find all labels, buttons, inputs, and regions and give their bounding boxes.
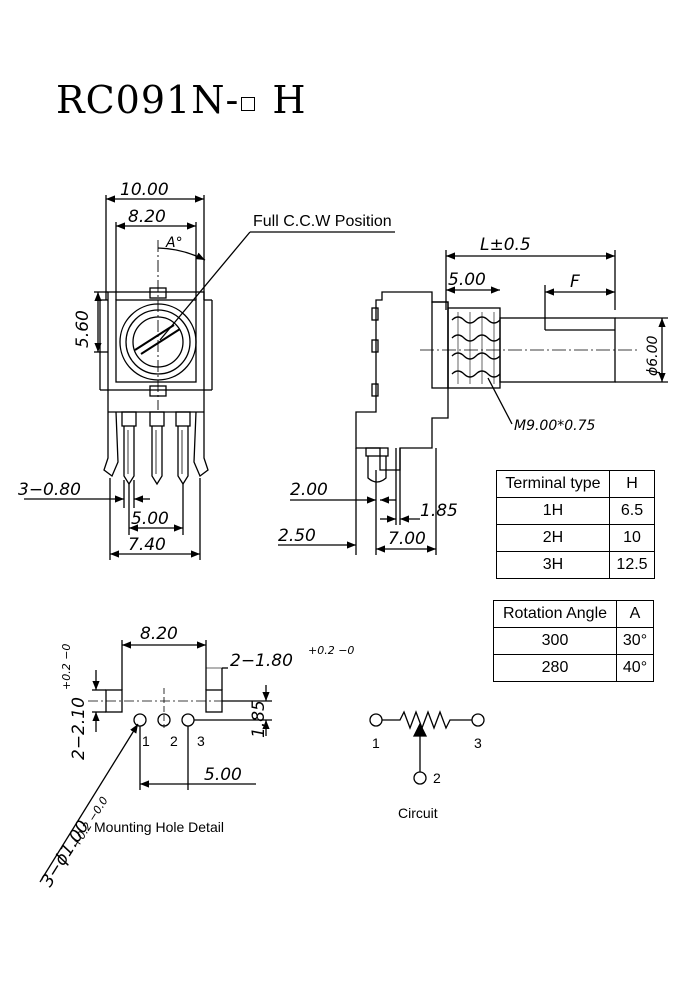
- terminal-table: Terminal type H 1H 6.5 2H 10 3H 12.5: [496, 470, 655, 579]
- mount-caption: Mounting Hole Detail: [94, 819, 224, 835]
- terminal-type-cell: 1H: [496, 497, 610, 525]
- part-suffix: H: [272, 78, 307, 122]
- dim-leg-c: 2.50: [278, 526, 316, 546]
- dim-bushing: 5.00: [448, 270, 486, 290]
- mount-dim-slot-height: 2−2.10: [69, 697, 89, 760]
- part-title: RC091N- H: [56, 78, 307, 122]
- table-row: 2H 10: [496, 524, 655, 552]
- mount-dim-slot-height-tol: +0.2 −0: [60, 644, 73, 690]
- dim-leg-b: 1.85: [420, 501, 458, 521]
- terminal-h-cell: 10: [609, 524, 655, 552]
- circuit-pin-2: 2: [433, 770, 441, 786]
- mount-pin-2: 2: [170, 733, 178, 749]
- terminal-type-cell: 3H: [496, 551, 610, 579]
- rotation-a-cell: 40°: [616, 654, 654, 682]
- circuit-terminal-3: [471, 713, 485, 727]
- dim-leg-a: 2.00: [290, 480, 328, 500]
- circuit-diagram: [369, 710, 485, 785]
- rotation-a-cell: 30°: [616, 627, 654, 655]
- circuit-pin-3: 3: [474, 735, 482, 751]
- terminal-col-type: Terminal type: [496, 470, 610, 498]
- terminal-h-cell: 12.5: [609, 551, 655, 579]
- mounting-hole-detail: [39, 640, 272, 883]
- dim-height: 5.60: [73, 310, 93, 348]
- rotation-angle-cell: 280: [493, 654, 617, 682]
- terminal-table-header: Terminal type H: [496, 470, 655, 498]
- circuit-pin-1: 1: [372, 735, 380, 751]
- circuit-terminal-1: [369, 713, 383, 727]
- table-row: 280 40°: [493, 654, 654, 682]
- rotation-col-angle: Rotation Angle: [493, 600, 617, 628]
- dim-width-inner: 8.20: [128, 207, 166, 227]
- resistor-zigzag: [382, 710, 472, 730]
- dim-pin-span: 7.40: [128, 535, 166, 555]
- dim-shaft-dia: ϕ6.00: [645, 336, 661, 377]
- dim-pin-width: 3−0.80: [18, 480, 81, 500]
- variant-box: [241, 97, 256, 111]
- dim-width-outer: 10.00: [120, 180, 169, 200]
- dim-leg-d: 7.00: [388, 529, 426, 549]
- angle-label: A°: [165, 235, 183, 251]
- terminal-col-h: H: [609, 470, 655, 498]
- mount-dim-width: 8.20: [140, 624, 178, 644]
- terminal-h-cell: 6.5: [609, 497, 655, 525]
- circuit-caption: Circuit: [398, 805, 438, 821]
- rotation-table-header: Rotation Angle A: [493, 600, 654, 628]
- table-row: 1H 6.5: [496, 497, 655, 525]
- table-row: 3H 12.5: [496, 551, 655, 579]
- mount-dim-offset: 1.85: [249, 700, 269, 738]
- dim-flat: F: [570, 272, 580, 292]
- terminal-type-cell: 2H: [496, 524, 610, 552]
- mount-pin-1: 1: [142, 733, 150, 749]
- rotation-angle-cell: 300: [493, 627, 617, 655]
- rotation-col-a: A: [616, 600, 654, 628]
- part-number: RC091N-: [56, 78, 240, 122]
- dim-pin-pitch: 5.00: [131, 509, 169, 529]
- mount-dim-slot-width: 2−1.80: [230, 651, 293, 671]
- table-row: 300 30°: [493, 627, 654, 655]
- side-view: [278, 250, 668, 555]
- dim-length: L±0.5: [480, 235, 531, 255]
- rotation-table: Rotation Angle A 300 30° 280 40°: [493, 600, 654, 682]
- thread-label: M9.00*0.75: [514, 418, 596, 434]
- callout-ccw: Full C.C.W Position: [253, 213, 392, 230]
- mount-dim-pitch: 5.00: [204, 765, 242, 785]
- circuit-terminal-2: [413, 771, 427, 785]
- front-view: [24, 195, 395, 560]
- mount-pin-3: 3: [197, 733, 205, 749]
- mount-dim-slot-width-tol: +0.2 −0: [308, 644, 354, 657]
